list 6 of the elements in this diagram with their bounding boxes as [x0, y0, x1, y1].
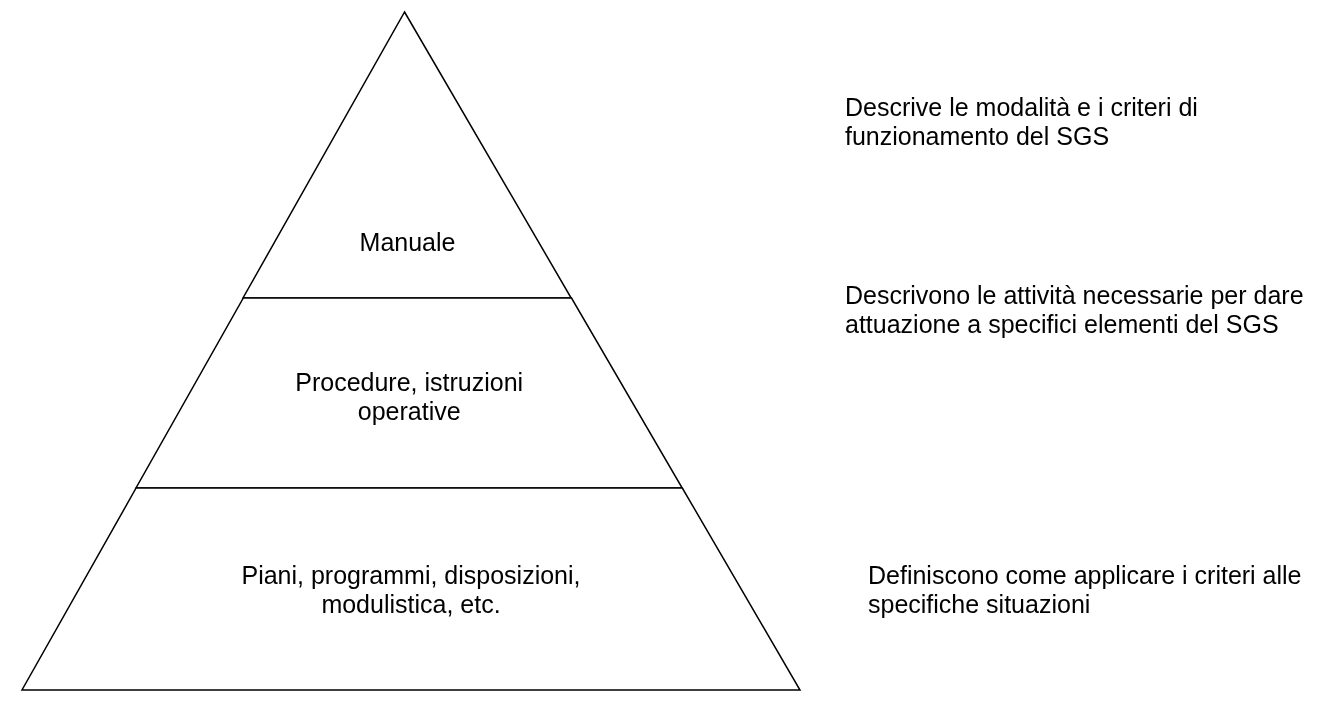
tier-label: Procedure, istruzioni operative — [295, 368, 524, 426]
description-text: Definiscono come applicare i criteri alle specifiche situazioni — [868, 561, 1303, 619]
description-text: Descrivono le attività necessarie per dare attuazione a specifici elementi del SGS — [845, 281, 1305, 339]
tier-label: Manuale — [359, 228, 456, 257]
tier-label: Piani, programmi, disposizioni, modulistica, etc. — [240, 561, 582, 619]
description-text: Descrive le modalità e i criteri di funzionamento del SGS — [845, 93, 1199, 151]
